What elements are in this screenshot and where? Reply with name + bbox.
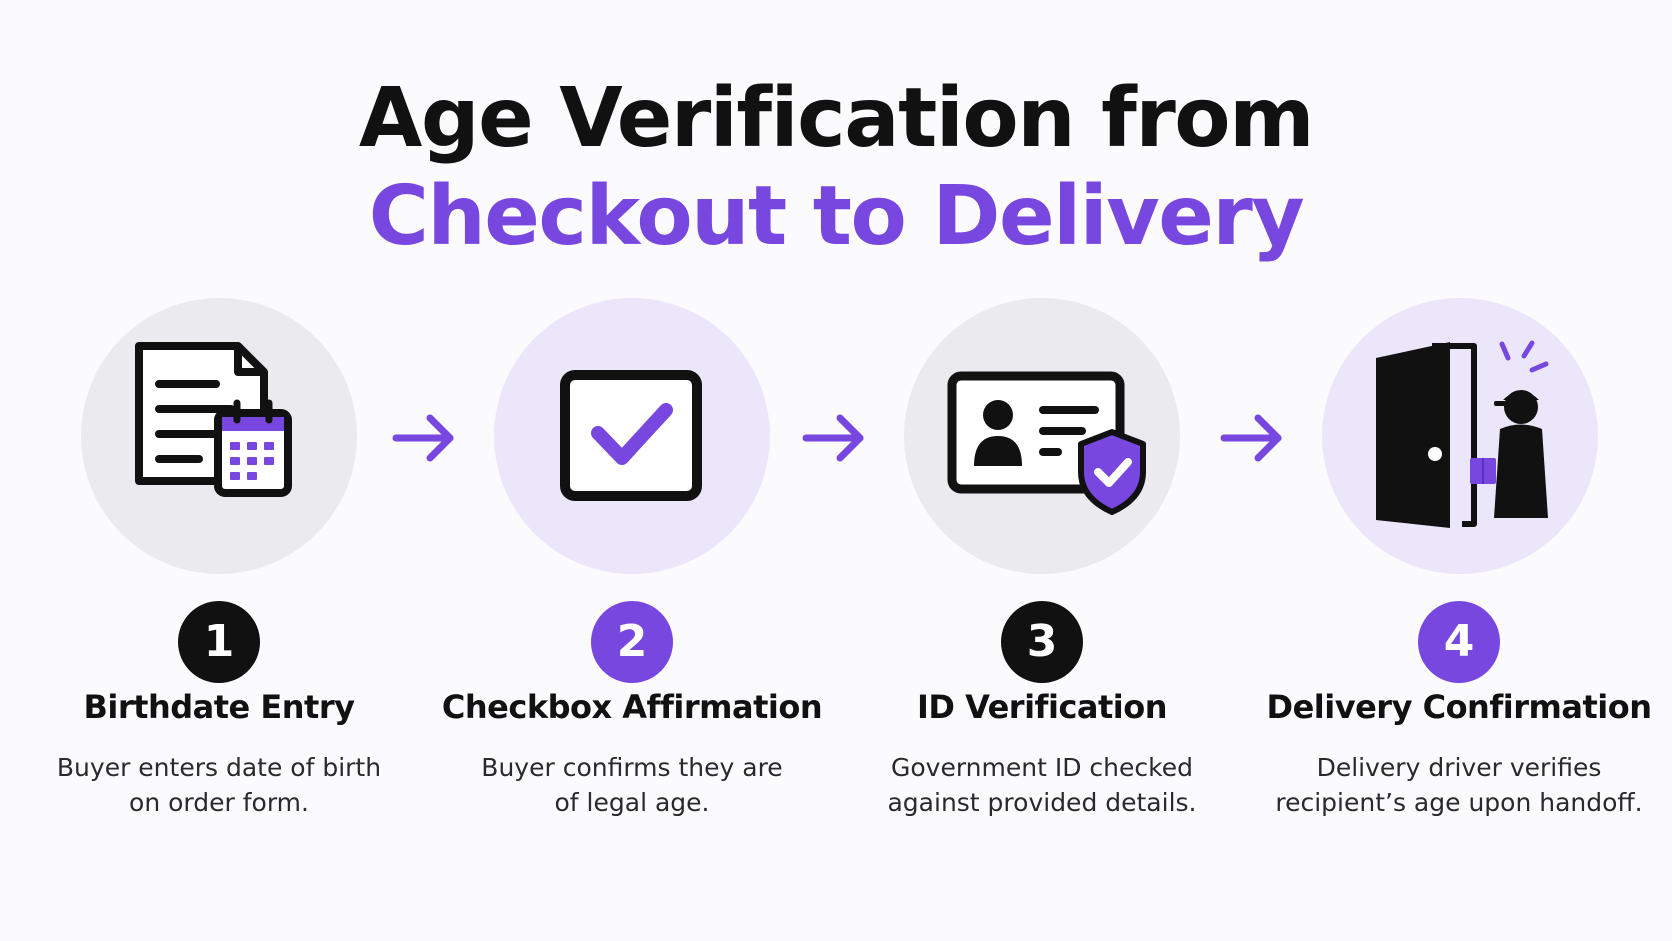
step-3-description-line-1: Government ID checked [891,753,1193,782]
arrow-right-icon [802,414,864,462]
step-1-description: Buyer enters date of birth on order form… [9,750,429,820]
step-2-title: Checkbox Affirmation [441,688,823,726]
title-line-1: Age Verification from [358,71,1315,166]
step-4-description-line-1: Delivery driver verifies [1316,753,1602,782]
document-calendar-icon [135,342,292,497]
step-1-icon-circle [81,298,357,574]
step-1-description-line-2: on order form. [129,788,309,817]
step-2-description-line-2: of legal age. [554,788,710,817]
door-delivery-person-icon [1376,340,1549,528]
step-3-title: ID Verification [916,688,1168,726]
arrow-right-icon [392,414,454,462]
step-4-description-line-2: recipient’s age upon handoff. [1275,788,1643,817]
title-line-2: Checkout to Delivery [368,169,1305,264]
step-3-description: Government ID checked against provided d… [832,750,1252,820]
step-1-number-badge: 1 [178,601,260,683]
step-3-icon-circle [904,298,1180,574]
id-card-shield-icon [947,371,1146,515]
step-3-description-line-2: against provided details. [887,788,1197,817]
step-1-title: Birthdate Entry [83,688,355,726]
step-4-title: Delivery Confirmation [1266,688,1652,726]
step-4-icon-circle [1322,298,1598,574]
step-2-description-line-1: Buyer confirms they are [481,753,783,782]
page-title: Age Verification from Checkout to Delive… [0,70,1672,266]
step-1-description-line-1: Buyer enters date of birth [56,753,382,782]
checkbox-checked-icon [560,370,702,501]
arrow-right-icon [1220,414,1282,462]
step-2-number-badge: 2 [591,601,673,683]
step-3-number-badge: 3 [1001,601,1083,683]
step-4-number-badge: 4 [1418,601,1500,683]
step-2-description: Buyer confirms they are of legal age. [422,750,842,820]
step-4-description: Delivery driver verifies recipient’s age… [1249,750,1669,820]
step-2-icon-circle [494,298,770,574]
